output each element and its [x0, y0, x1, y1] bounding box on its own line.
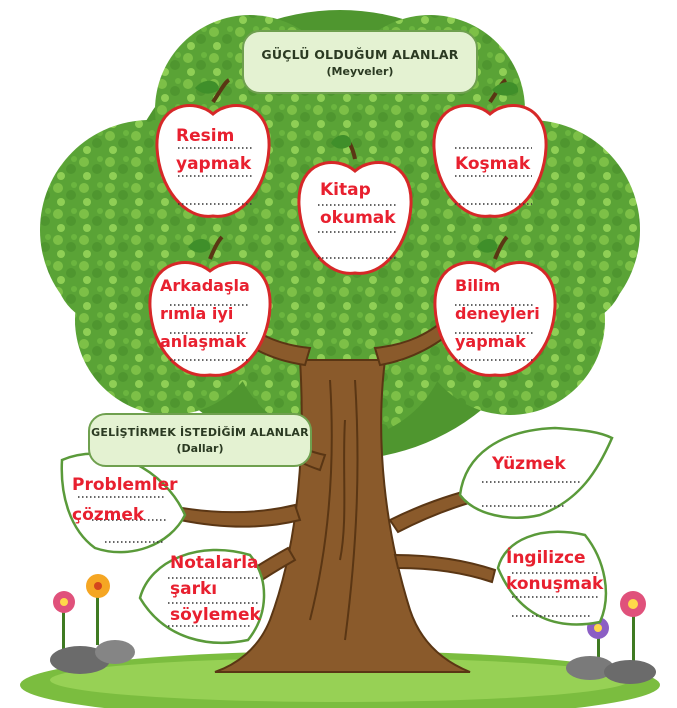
improve-banner: GELİŞTİRMEK İSTEDİĞİM ALANLAR (Dallar) — [88, 413, 312, 467]
apple-5-line-3: yapmak — [455, 332, 526, 351]
leaf-text-4: İngilizce konuşmak — [506, 545, 603, 597]
apple-text-4: Arkadaşla rımla iyi anlaşmak — [160, 272, 250, 356]
strengths-subtitle: (Meyveler) — [326, 64, 394, 78]
trunk-lines — [309, 379, 359, 641]
apple-shapes — [148, 78, 557, 377]
leaf-shapes — [60, 426, 614, 644]
leaf-1-line-1: Problemler — [72, 475, 178, 495]
apple-2-line-1: Kitap — [320, 180, 371, 200]
leaf-2-line-3: söylemek — [170, 605, 261, 625]
leaf-2-line-2: şarkı — [170, 579, 218, 599]
apple-4-line-1: Arkadaşla — [160, 276, 250, 295]
leaf-text-2: Notalarla şarkı söylemek — [170, 550, 261, 628]
apple-text-3: Koşmak — [455, 150, 530, 178]
apple-4-line-2: rımla iyi — [160, 304, 234, 323]
improve-title: GELİŞTİRMEK İSTEDİĞİM ALANLAR — [91, 425, 309, 439]
apple-2 — [297, 134, 413, 275]
apple-2-line-2: okumak — [320, 208, 396, 228]
apple-1-line-1: Resim — [176, 126, 235, 146]
grass-highlight — [50, 658, 630, 702]
apple-4-line-3: anlaşmak — [160, 332, 247, 351]
leaf-4 — [496, 530, 608, 626]
apple-5-line-2: deneyleri — [455, 304, 540, 323]
leaf-text-3: Yüzmek — [492, 450, 566, 478]
apple-3 — [432, 78, 548, 218]
leaf-4-line-1: İngilizce — [506, 548, 586, 568]
apple-text-5: Bilim deneyleri yapmak — [455, 272, 540, 356]
apple-5 — [433, 235, 557, 377]
leaf-text-1: Problemler çözmek — [72, 470, 178, 530]
leaf-writing-lines — [78, 481, 598, 627]
strengths-banner: GÜÇLÜ OLDUĞUM ALANLAR (Meyveler) — [242, 30, 478, 94]
leaf-3-line-1: Yüzmek — [492, 454, 566, 474]
improve-subtitle: (Dallar) — [176, 441, 224, 455]
apple-text-2: Kitap okumak — [320, 176, 396, 232]
flower-right — [566, 591, 656, 684]
apple-3-line-1: Koşmak — [455, 154, 531, 174]
apple-text-1: Resim yapmak — [176, 122, 251, 178]
leaf-2-line-1: Notalarla — [170, 553, 259, 573]
strengths-title: GÜÇLÜ OLDUĞUM ALANLAR — [261, 46, 459, 62]
leaf-4-line-2: konuşmak — [506, 574, 604, 594]
apple-writing-lines — [170, 147, 535, 361]
apple-1 — [155, 78, 271, 218]
leaf-2 — [138, 548, 266, 644]
flower-left — [50, 574, 135, 674]
leaf-3 — [458, 426, 614, 519]
apple-4 — [148, 235, 272, 377]
apple-5-line-1: Bilim — [455, 276, 501, 295]
leaf-1-line-2: çözmek — [72, 505, 145, 525]
apple-1-line-2: yapmak — [176, 154, 252, 174]
